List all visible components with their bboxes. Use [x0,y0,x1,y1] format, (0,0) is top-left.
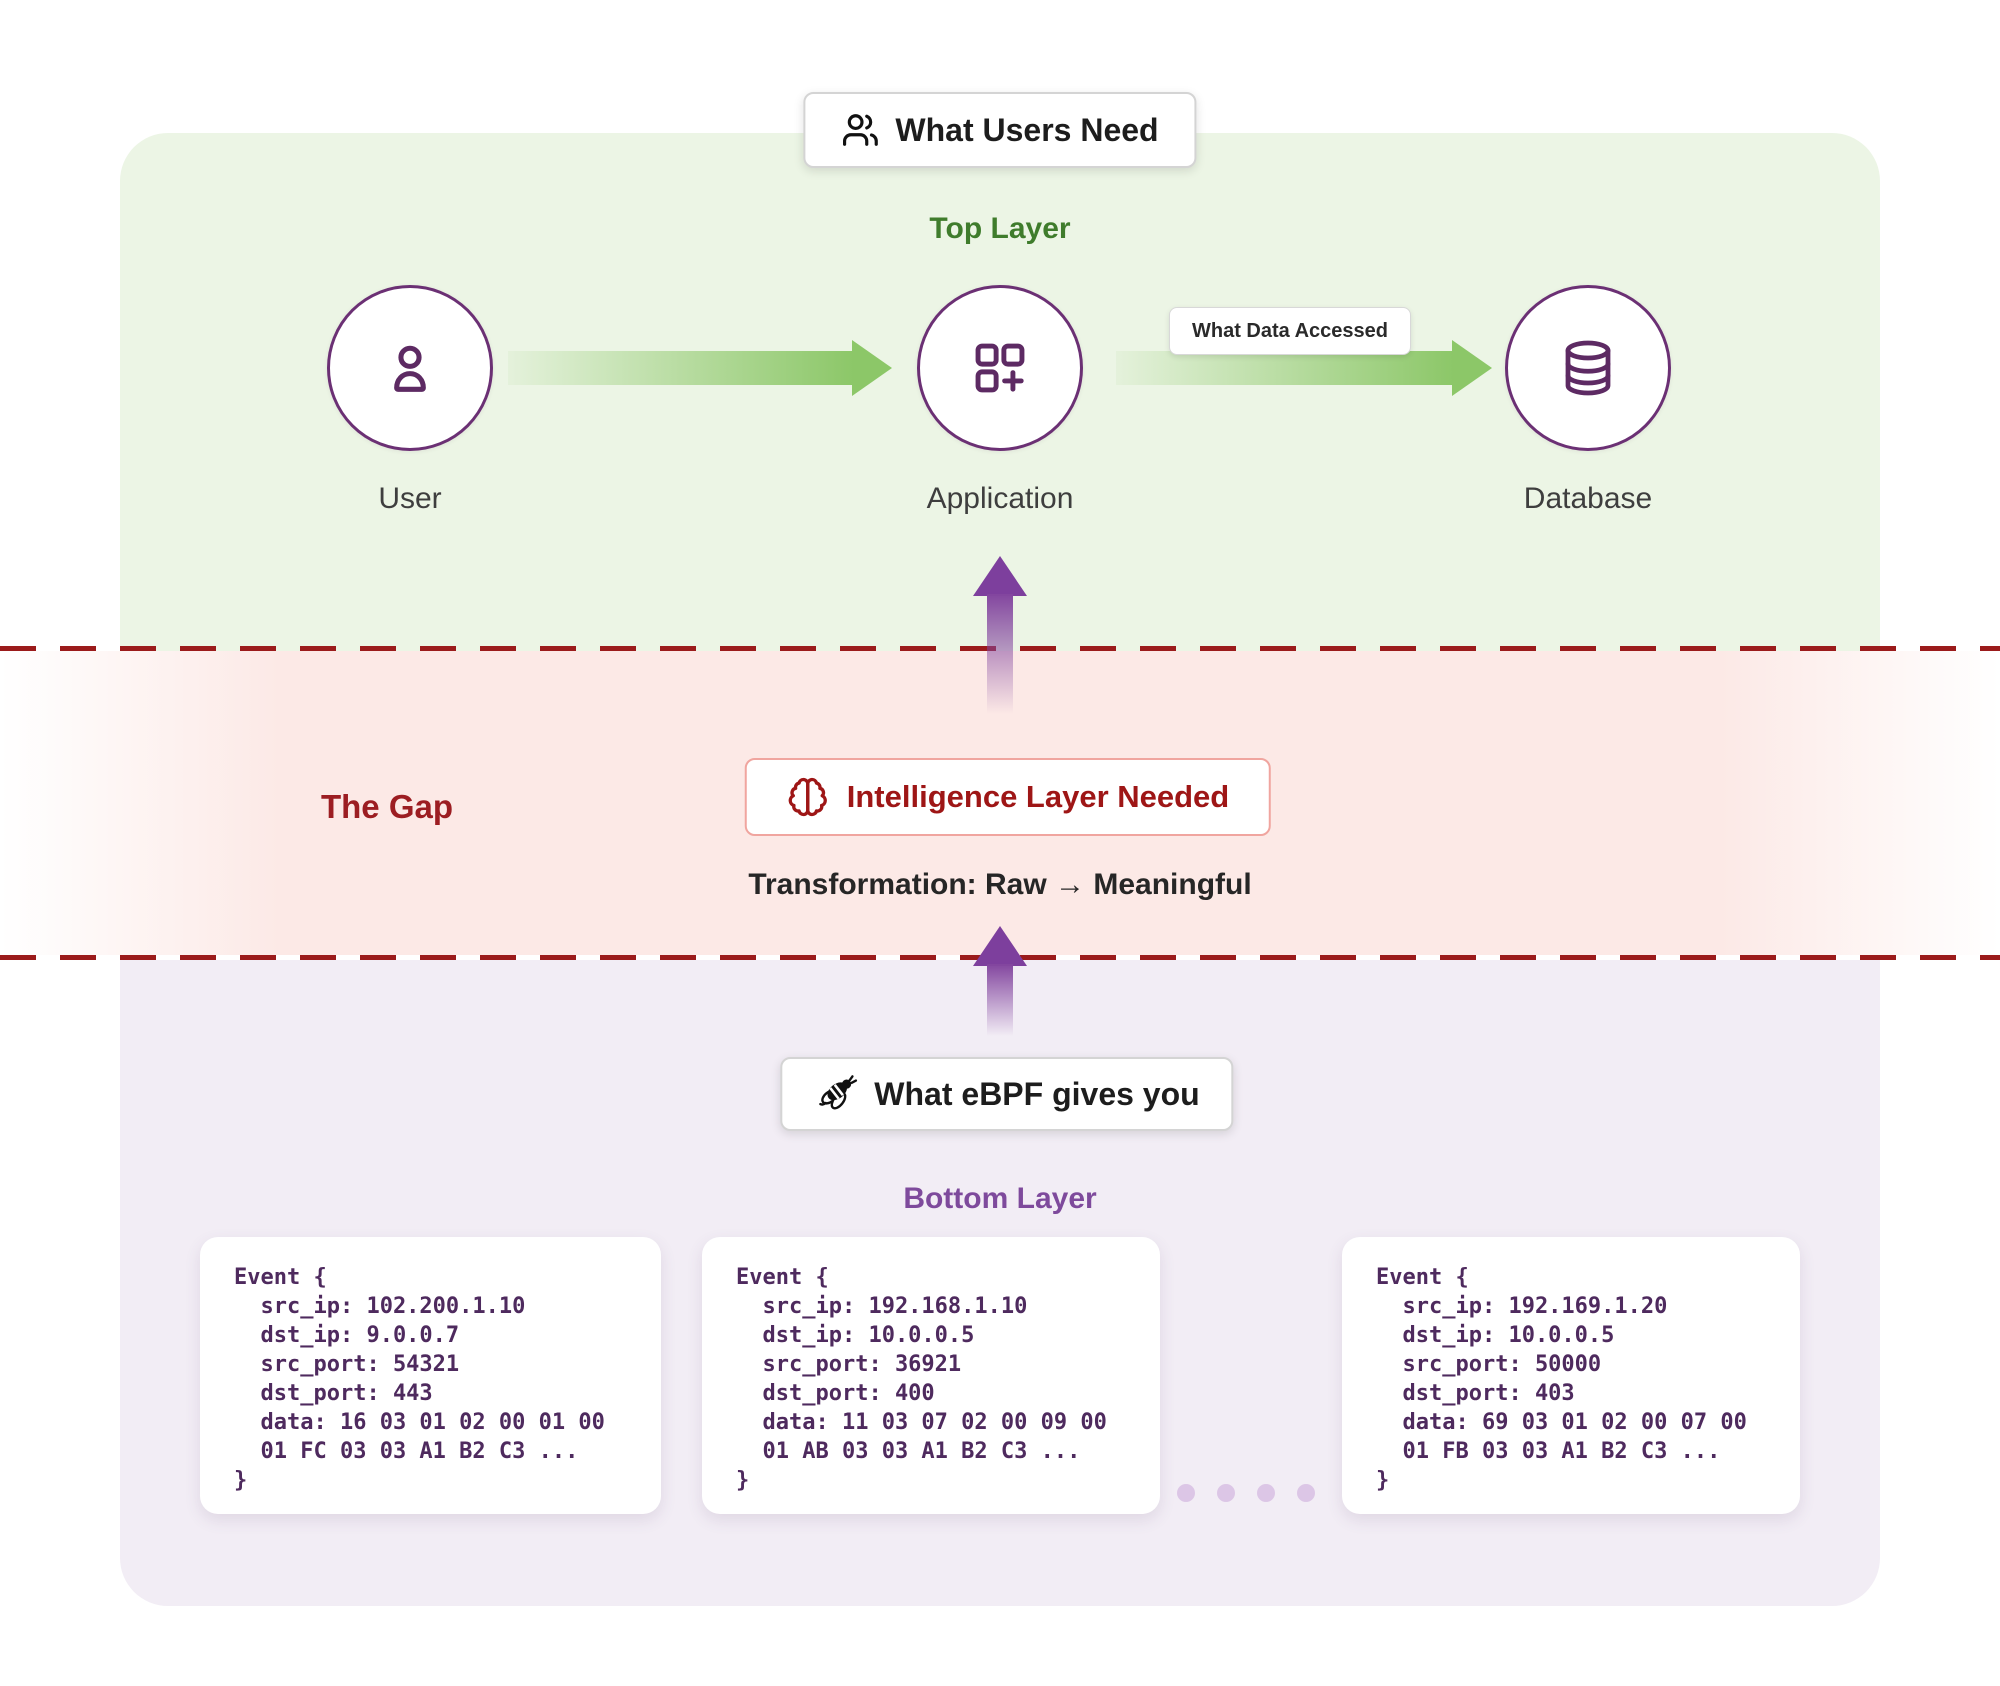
bee-icon [819,1075,858,1110]
application-to-database-arrow [1116,351,1454,385]
user-to-application-arrow [508,351,854,385]
what-users-need-label: What Users Need [895,111,1159,148]
bottom-to-gap-arrowhead [973,926,1027,966]
user-node [327,285,493,451]
event-card-2: Event { src_ip: 192.168.1.10 dst_ip: 10.… [702,1237,1160,1514]
user-icon [394,345,426,392]
ellipsis-dot [1257,1484,1275,1502]
event-code-3: Event { src_ip: 192.169.1.20 dst_ip: 10.… [1376,1265,1747,1493]
intelligence-layer-label: Intelligence Layer Needed [846,779,1230,814]
user-node-label: User [378,482,442,515]
bottom-to-gap-arrow [987,964,1013,1036]
what-users-need-pill: What Users Need [803,92,1197,168]
ellipsis-dot [1217,1484,1235,1502]
bottom-layer-caption: Bottom Layer [903,1182,1097,1215]
what-ebpf-gives-you-label: What eBPF gives you [874,1075,1200,1112]
gap-title: The Gap [320,788,454,825]
what-data-accessed-label: What Data Accessed [1192,319,1388,342]
application-node-label: Application [926,482,1074,515]
ellipsis-dot [1177,1484,1195,1502]
event-code-1: Event { src_ip: 102.200.1.10 dst_ip: 9.0… [234,1265,605,1493]
gap-to-application-arrowhead [973,556,1027,596]
database-node [1505,285,1671,451]
application-node [917,285,1083,451]
event-card-1: Event { src_ip: 102.200.1.10 dst_ip: 9.0… [200,1237,661,1514]
intelligence-layer-pill: Intelligence Layer Needed [744,758,1272,836]
ellipsis-dot [1297,1484,1315,1502]
users-icon [842,114,878,146]
application-to-database-arrowhead [1452,340,1492,396]
database-node-label: Database [1523,482,1653,515]
user-to-application-arrowhead [852,340,892,396]
event-card-3: Event { src_ip: 192.169.1.20 dst_ip: 10.… [1342,1237,1800,1514]
brain-icon [788,777,827,817]
event-code-2: Event { src_ip: 192.168.1.10 dst_ip: 10.… [736,1265,1107,1493]
transformation-subtitle: Transformation: Raw → Meaningful [748,868,1252,901]
database-icon [1565,340,1611,396]
gap-to-application-arrow [987,594,1013,714]
what-ebpf-gives-you-pill: What eBPF gives you [780,1057,1234,1131]
what-data-accessed-pill: What Data Accessed [1169,307,1411,355]
app-grid-plus-icon [975,343,1025,393]
top-layer-caption: Top Layer [929,212,1071,245]
